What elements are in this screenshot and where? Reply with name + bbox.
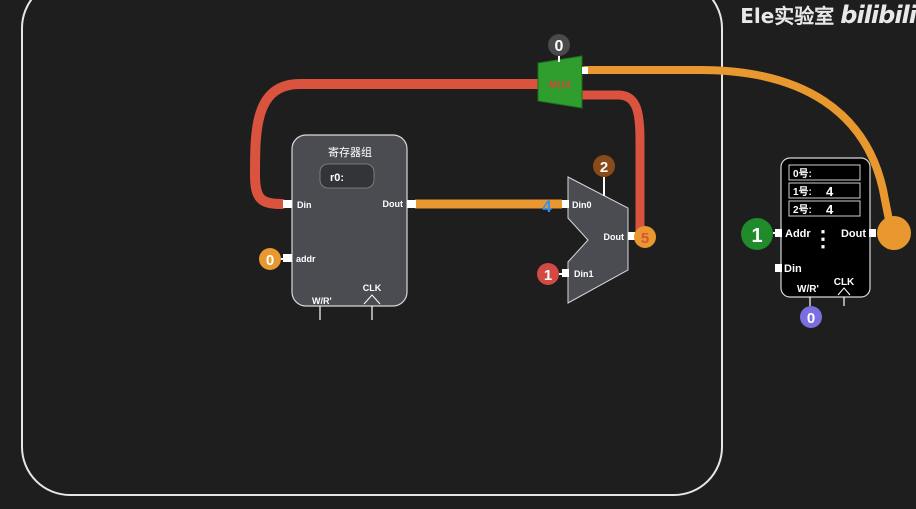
- memory-addr-badge: [741, 218, 773, 250]
- memory-row-1-label: 1号:: [793, 186, 812, 198]
- memory-row-2-value: 4: [826, 202, 834, 217]
- register-addr-label: addr: [296, 254, 316, 264]
- register-addr-port: [283, 254, 292, 262]
- memory-clk-triangle: [837, 287, 851, 296]
- alu-din1-label: Din1: [574, 269, 594, 279]
- memory-din-label: Din: [784, 263, 802, 275]
- memory-dout-node: [877, 216, 911, 250]
- register-addr-badge: [259, 248, 281, 270]
- register-clk-triangle: [363, 294, 381, 305]
- memory-row-1-value: 4: [826, 184, 834, 199]
- alu-select-value: 2: [600, 159, 608, 176]
- memory-dout-label: Dout: [841, 228, 866, 240]
- alu-din0-value: 4: [542, 197, 552, 216]
- memory-row-0-label: 0号:: [793, 168, 812, 180]
- top-mux-label: MUX: [549, 80, 572, 91]
- memory-row-2-label: 2号:: [793, 204, 812, 216]
- register-clk-label: CLK: [363, 283, 382, 293]
- alu-output-value: 5: [641, 230, 649, 247]
- register-file-title: 寄存器组: [328, 145, 372, 159]
- r0-display: [319, 163, 375, 189]
- alu-din0-label: Din0: [572, 200, 592, 210]
- alu-din1-value: 1: [544, 267, 552, 284]
- wire-mux-to-din: [249, 79, 562, 209]
- top-mux-out-port: [582, 67, 588, 74]
- register-wr-label: W/R': [312, 296, 332, 306]
- wire-alu-out-to-mux: [550, 90, 645, 238]
- alu-din0-port: [562, 200, 569, 208]
- r0-label: r0:: [330, 172, 344, 184]
- register-din-port: [283, 200, 292, 208]
- alu-din1-badge: [537, 263, 559, 285]
- top-mux: [537, 55, 583, 109]
- alu-output-badge: [634, 226, 656, 248]
- wire-mux-to-memory: [581, 66, 894, 229]
- memory-addr-port: [775, 229, 782, 237]
- memory-row-0: [788, 164, 861, 181]
- cpu-frame: [21, 0, 723, 496]
- register-file-block: [291, 134, 408, 307]
- alu-select-badge: [593, 155, 615, 177]
- register-dout-label: Dout: [383, 199, 404, 209]
- memory-row-1: [788, 182, 861, 199]
- memory-dout-port: [869, 229, 876, 237]
- top-mux-select-value: 0: [555, 38, 564, 55]
- register-addr-value: 0: [266, 252, 274, 269]
- alu-dout-label: Dout: [604, 232, 625, 242]
- alu-din1-port: [562, 269, 569, 277]
- memory-clk-label: CLK: [834, 277, 855, 288]
- register-din-label: Din: [297, 200, 312, 210]
- alu-dout-port: [628, 232, 635, 240]
- memory-addr-label: Addr: [785, 228, 811, 240]
- memory-wr-value: 0: [807, 310, 815, 327]
- memory-wr-badge: [800, 306, 822, 328]
- bilibili-logo: bilibili: [840, 1, 916, 29]
- top-mux-select-badge: [548, 34, 570, 56]
- register-dout-port: [407, 200, 416, 208]
- memory-row-2: [788, 200, 861, 217]
- alu-mux-block: [567, 176, 629, 304]
- watermark-text: Ele实验室: [740, 4, 835, 28]
- memory-addr-value: 1: [751, 225, 762, 247]
- memory-dots: ⋮: [812, 226, 834, 251]
- memory-din-port: [775, 264, 782, 272]
- memory-wr-label: W/R': [797, 284, 819, 295]
